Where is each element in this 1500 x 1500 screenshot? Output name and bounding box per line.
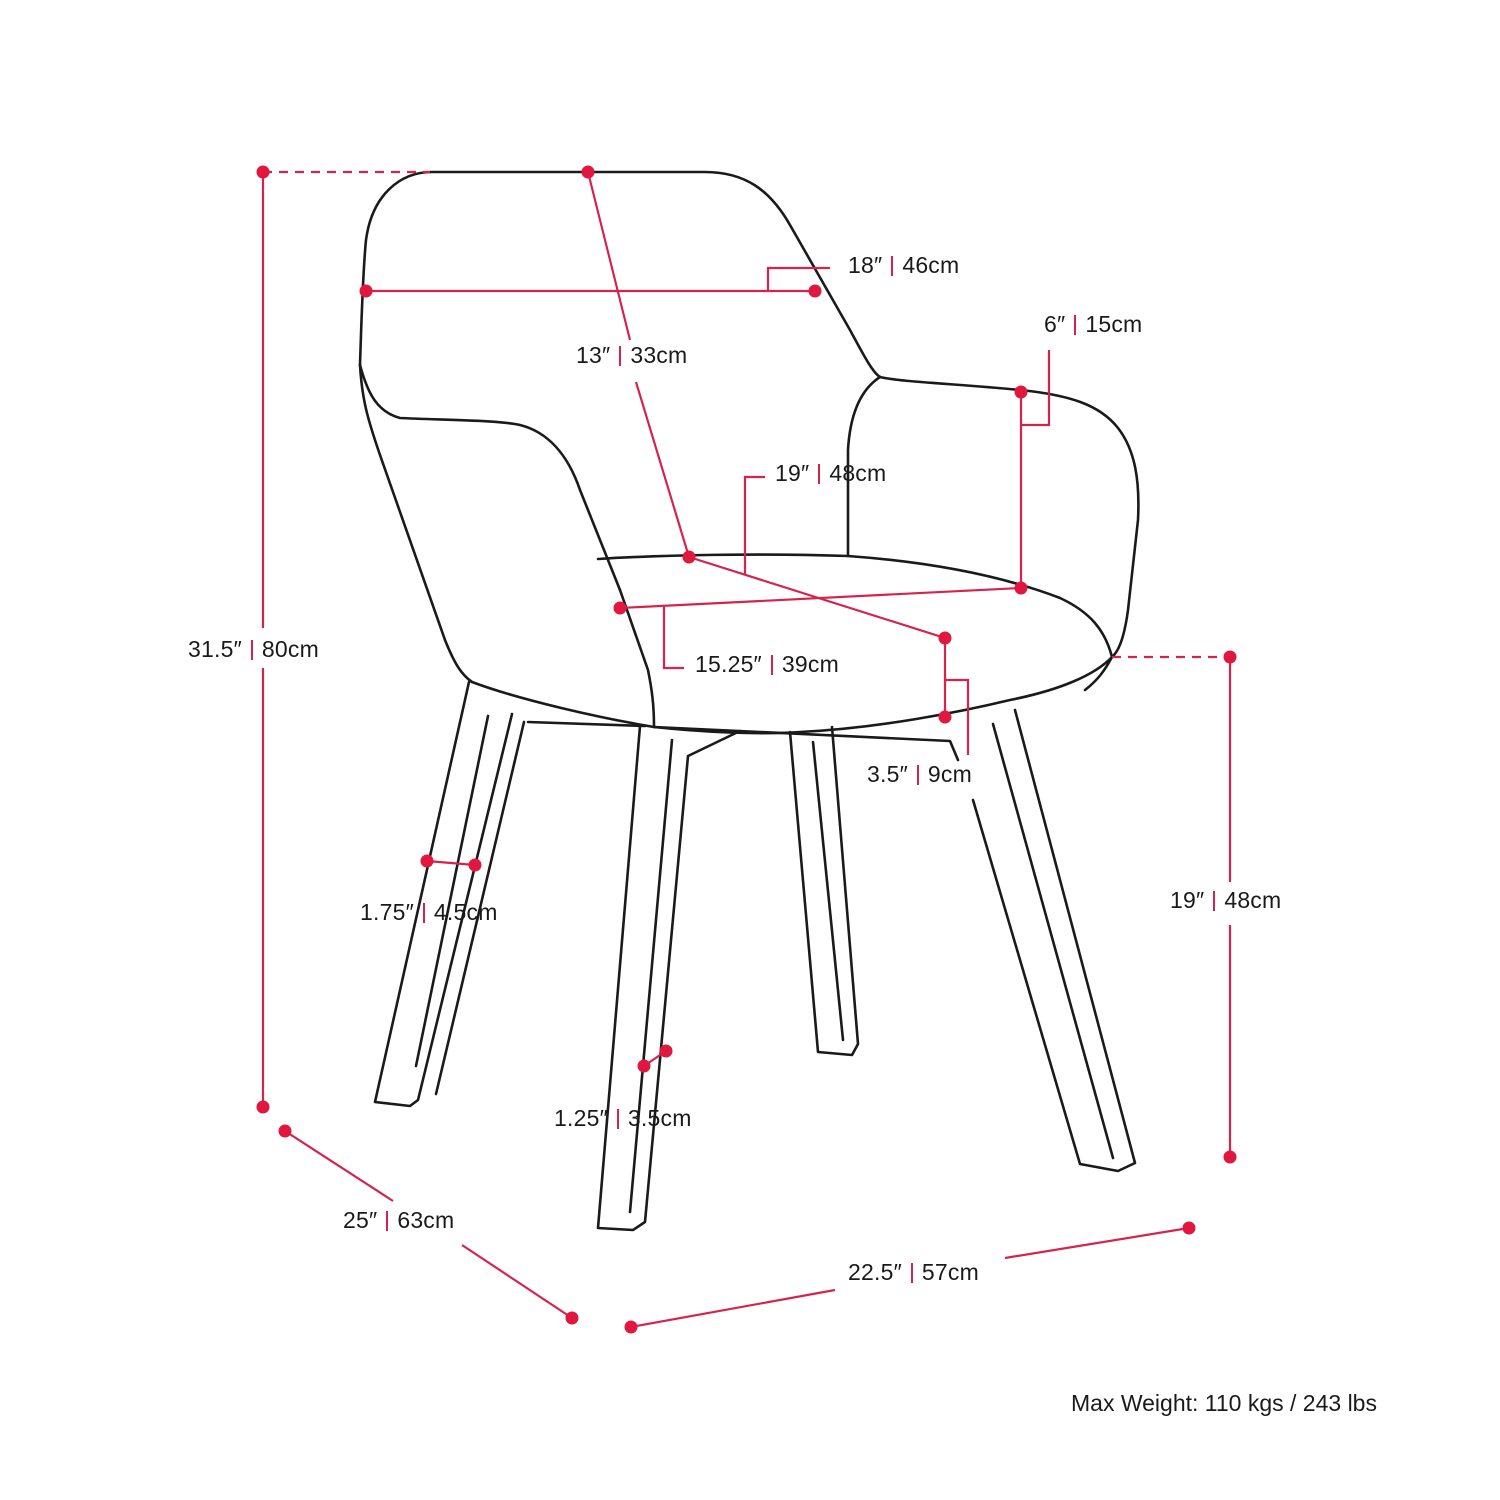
overall-width-imperial: 22.5″ (848, 1259, 902, 1285)
separator (891, 255, 894, 276)
leg-width-bottom-imperial: 1.25″ (554, 1105, 608, 1131)
dimension-endpoints (256, 165, 1237, 1334)
separator (1074, 314, 1077, 335)
separator (770, 654, 773, 675)
back-width-imperial: 18″ (848, 252, 883, 278)
overall-depth-imperial: 25″ (343, 1207, 378, 1233)
separator (916, 764, 919, 785)
seat-thickness-metric: 9cm (927, 761, 972, 787)
back-height-metric: 33cm (630, 342, 688, 368)
overall-depth-metric: 63cm (397, 1207, 455, 1233)
separator (910, 1262, 913, 1283)
overall-width-metric: 57cm (921, 1259, 979, 1285)
max-weight-note: Max Weight: 110 kgs / 243 lbs (1071, 1390, 1377, 1416)
leg-width-top-label: 1.75″ 4.5cm (360, 899, 498, 926)
seat-thickness-imperial: 3.5″ (867, 761, 908, 787)
dimension-lines (261, 170, 1232, 1329)
back-width-metric: 46cm (902, 252, 960, 278)
overall-depth-label: 25″ 63cm (343, 1207, 454, 1234)
leg-width-top-imperial: 1.75″ (360, 899, 414, 925)
overall-height-label: 31.5″ 80cm (188, 636, 319, 663)
separator (386, 1210, 389, 1231)
overall-width-label: 22.5″ 57cm (848, 1259, 979, 1286)
separator (619, 345, 622, 366)
arm-height-label: 6″ 15cm (1044, 311, 1142, 338)
seat-depth-imperial: 19″ (775, 460, 810, 486)
seat-depth-metric: 48cm (829, 460, 887, 486)
seat-width-label: 15.25″ 39cm (695, 651, 839, 678)
separator (1213, 890, 1216, 911)
back-width-label: 18″ 46cm (848, 252, 959, 279)
seat-height-imperial: 19″ (1170, 887, 1205, 913)
overall-height-imperial: 31.5″ (188, 636, 242, 662)
seat-thickness-label: 3.5″ 9cm (867, 761, 972, 788)
seat-width-imperial: 15.25″ (695, 651, 762, 677)
leg-width-bottom-label: 1.25″ 3.5cm (554, 1105, 692, 1132)
arm-height-imperial: 6″ (1044, 311, 1066, 337)
separator (818, 463, 821, 484)
leg-width-top-metric: 4.5cm (433, 899, 498, 925)
separator (422, 902, 425, 923)
separator (616, 1108, 619, 1129)
leg-width-bottom-metric: 3.5cm (627, 1105, 692, 1131)
separator (250, 639, 253, 660)
back-height-imperial: 13″ (576, 342, 611, 368)
back-height-label: 13″ 33cm (576, 342, 687, 369)
seat-width-metric: 39cm (781, 651, 839, 677)
arm-height-metric: 15cm (1085, 311, 1143, 337)
seat-depth-label: 19″ 48cm (775, 460, 886, 487)
seat-height-label: 19″ 48cm (1170, 887, 1281, 914)
overall-height-metric: 80cm (261, 636, 319, 662)
chair-outline (358, 170, 1140, 1232)
seat-height-metric: 48cm (1224, 887, 1282, 913)
